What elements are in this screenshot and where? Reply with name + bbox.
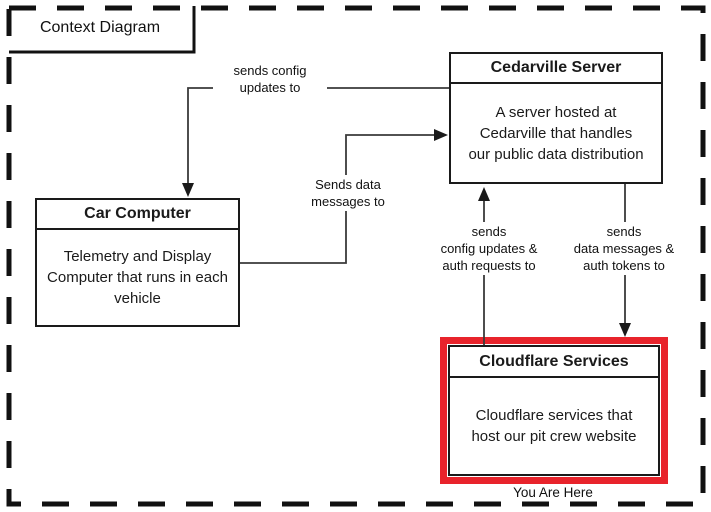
node-car-computer-description: Telemetry and Display Computer that runs…	[47, 248, 228, 307]
node-cedarville-server-title: Cedarville Server	[451, 54, 661, 84]
node-cloudflare-services: Cloudflare Services Cloudflare services …	[448, 345, 660, 476]
node-car-computer-title: Car Computer	[37, 200, 238, 230]
node-cedarville-server: Cedarville Server A server hosted at Ced…	[449, 52, 663, 184]
node-car-computer: Car Computer Telemetry and Display Compu…	[35, 198, 240, 327]
diagram-title: Context Diagram	[39, 19, 161, 36]
node-cedarville-server-description: A server hosted at Cedarville that handl…	[468, 103, 644, 163]
edge-label-config-auth: sends config updates & auth requests to	[419, 222, 559, 275]
node-cloudflare-services-description: Cloudflare services that host our pit cr…	[471, 407, 637, 445]
cloudflare-highlight-border: Cloudflare Services Cloudflare services …	[440, 337, 668, 484]
edge-label-config-updates: sends config updates to	[213, 61, 327, 97]
edge-label-data-messages: Sends data messages to	[288, 175, 408, 211]
node-cloudflare-services-title: Cloudflare Services	[450, 347, 658, 378]
edge-label-data-auth: sends data messages & auth tokens to	[554, 222, 694, 275]
you-are-here-label: You Are Here	[503, 485, 603, 500]
